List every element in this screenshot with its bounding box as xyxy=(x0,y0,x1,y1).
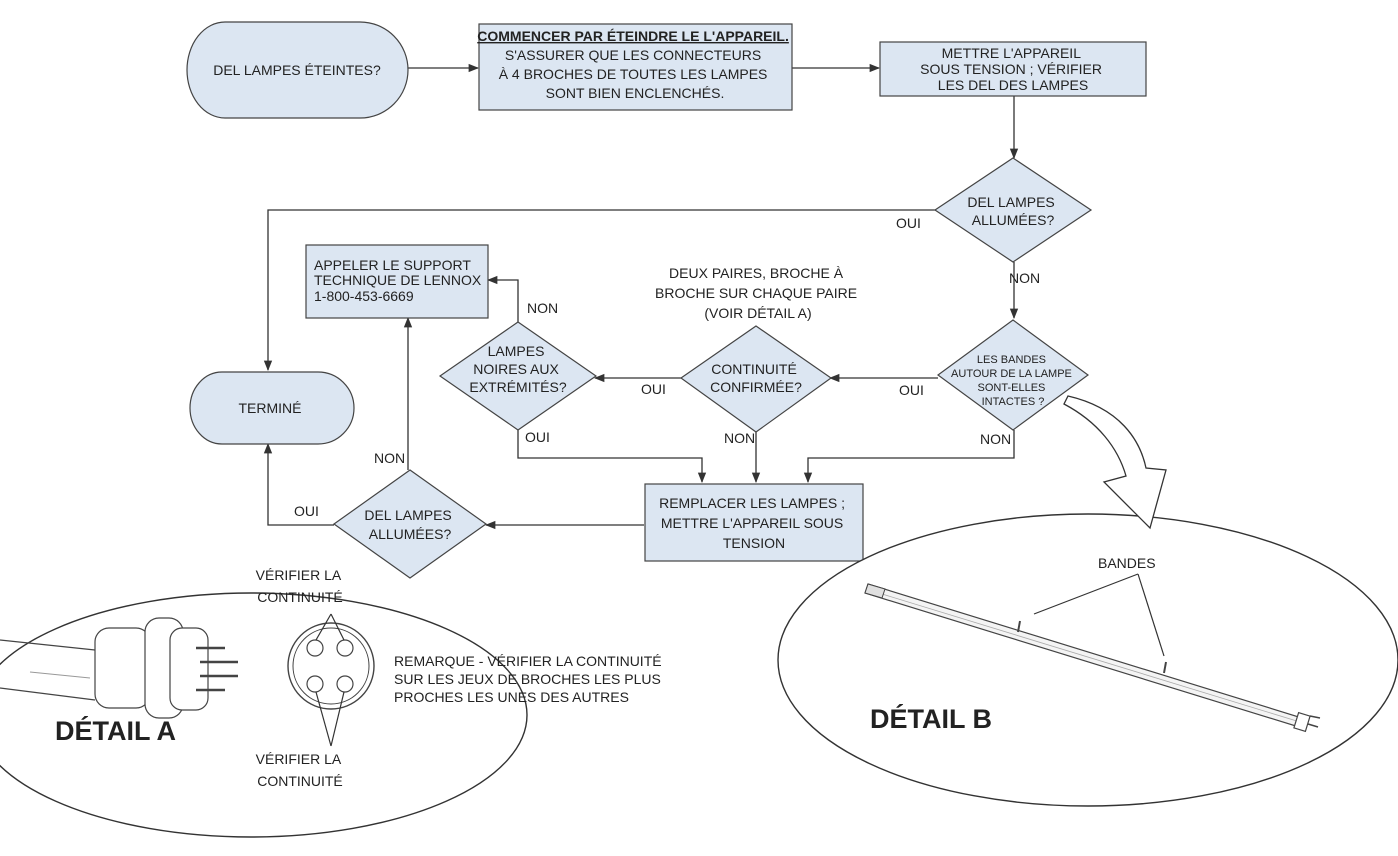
bands-leader-2 xyxy=(1137,573,1165,657)
pin-1 xyxy=(306,639,324,657)
pin-2 xyxy=(336,639,354,657)
label-oui-black: OUI xyxy=(525,429,550,445)
band-1 xyxy=(1017,620,1021,633)
callout-arrow xyxy=(1063,395,1167,530)
node-replace-text: REMPLACER LES LAMPES ; METTRE L'APPAREIL… xyxy=(659,495,849,551)
edge-black-non-to-support xyxy=(486,275,519,322)
node-call-support-text: APPELER LE SUPPORT TECHNIQUE DE LENNOX 1… xyxy=(314,257,485,304)
node-black-ends: LAMPES NOIRES AUX EXTRÉMITÉS? xyxy=(438,321,598,431)
edge-black-oui-to-replace xyxy=(517,430,707,484)
check-continuity-bottom: VÉRIFIER LA CONTINUITÉ xyxy=(256,751,345,789)
node-leds-lit-1: DEL LAMPES ALLUMÉES? xyxy=(933,157,1093,263)
continuity-note: DEUX PAIRES, BROCHE À BROCHE SUR CHAQUE … xyxy=(655,265,861,321)
label-oui-bands: OUI xyxy=(899,382,924,398)
detail-a-remark: REMARQUE - VÉRIFIER LA CONTINUITÉ SUR LE… xyxy=(394,653,665,705)
uv-lamp-drawing xyxy=(864,583,1321,733)
node-done-text: TERMINÉ xyxy=(239,400,302,416)
pin-4 xyxy=(336,675,354,693)
edge-leds2-oui-to-done xyxy=(263,442,334,526)
bands-label: BANDES xyxy=(1098,555,1156,571)
continuity-note-text: DEUX PAIRES, BROCHE À BROCHE SUR CHAQUE … xyxy=(655,265,861,321)
pin-3 xyxy=(306,675,324,693)
node-continuity: CONTINUITÉ CONFIRMÉE? xyxy=(679,325,833,433)
detail-a: VÉRIFIER LA CONTINUITÉ VÉRIFIER LA CONTI… xyxy=(0,567,665,838)
label-non-black: NON xyxy=(527,300,558,316)
node-turn-off: COMMENCER PAR ÉTEINDRE LE L'APPAREIL. S'… xyxy=(477,23,793,111)
detail-a-title: DÉTAIL A xyxy=(55,715,176,746)
node-bands-intact: LES BANDES AUTOUR DE LA LAMPE SONT-ELLES… xyxy=(936,319,1090,431)
band-2 xyxy=(1163,661,1167,674)
node-call-support: APPELER LE SUPPORT TECHNIQUE DE LENNOX 1… xyxy=(305,244,489,319)
edge-leds1-oui-to-done xyxy=(263,209,937,372)
label-non-continuity: NON xyxy=(724,430,755,446)
node-leds-lit-1-text: DEL LAMPES ALLUMÉES? xyxy=(967,194,1058,228)
connectors xyxy=(263,63,1019,530)
label-non-bands: NON xyxy=(980,431,1011,447)
edge-labels: OUI NON OUI NON OUI NON OUI NON OUI NON xyxy=(294,215,1040,519)
pin-face-diagram xyxy=(287,613,375,747)
label-non-leds1: NON xyxy=(1009,270,1040,286)
label-oui-leds1: OUI xyxy=(896,215,921,231)
check-continuity-top: VÉRIFIER LA CONTINUITÉ xyxy=(256,567,345,605)
lamp-connector-drawing xyxy=(0,617,238,719)
node-power-on-text: METTRE L'APPAREIL SOUS TENSION ; VÉRIFIE… xyxy=(920,45,1106,93)
node-start: DEL LAMPES ÉTEINTES? xyxy=(186,21,409,119)
node-start-text: DEL LAMPES ÉTEINTES? xyxy=(213,62,381,78)
detail-a-frame xyxy=(0,592,528,838)
node-done: TERMINÉ xyxy=(189,371,355,445)
label-oui-leds2: OUI xyxy=(294,503,319,519)
node-bands-intact-text: LES BANDES AUTOUR DE LA LAMPE SONT-ELLES… xyxy=(951,354,1075,408)
node-turn-off-text: COMMENCER PAR ÉTEINDRE LE L'APPAREIL. S'… xyxy=(477,28,793,101)
detail-b-title: DÉTAIL B xyxy=(870,703,992,734)
node-black-ends-text: LAMPES NOIRES AUX EXTRÉMITÉS? xyxy=(469,343,566,395)
node-replace: REMPLACER LES LAMPES ; METTRE L'APPAREIL… xyxy=(644,483,864,562)
node-leds-lit-2-text: DEL LAMPES ALLUMÉES? xyxy=(364,507,455,542)
bands-leader-1 xyxy=(1033,573,1139,615)
edge-bands-non-to-replace xyxy=(803,430,1015,484)
node-continuity-text: CONTINUITÉ CONFIRMÉE? xyxy=(710,361,802,395)
node-leds-lit-2: DEL LAMPES ALLUMÉES? xyxy=(332,469,488,579)
node-power-on: METTRE L'APPAREIL SOUS TENSION ; VÉRIFIE… xyxy=(879,41,1147,97)
label-oui-continuity: OUI xyxy=(641,381,666,397)
detail-b: BANDES DÉTAIL B xyxy=(777,395,1398,807)
label-non-leds2: NON xyxy=(374,450,405,466)
